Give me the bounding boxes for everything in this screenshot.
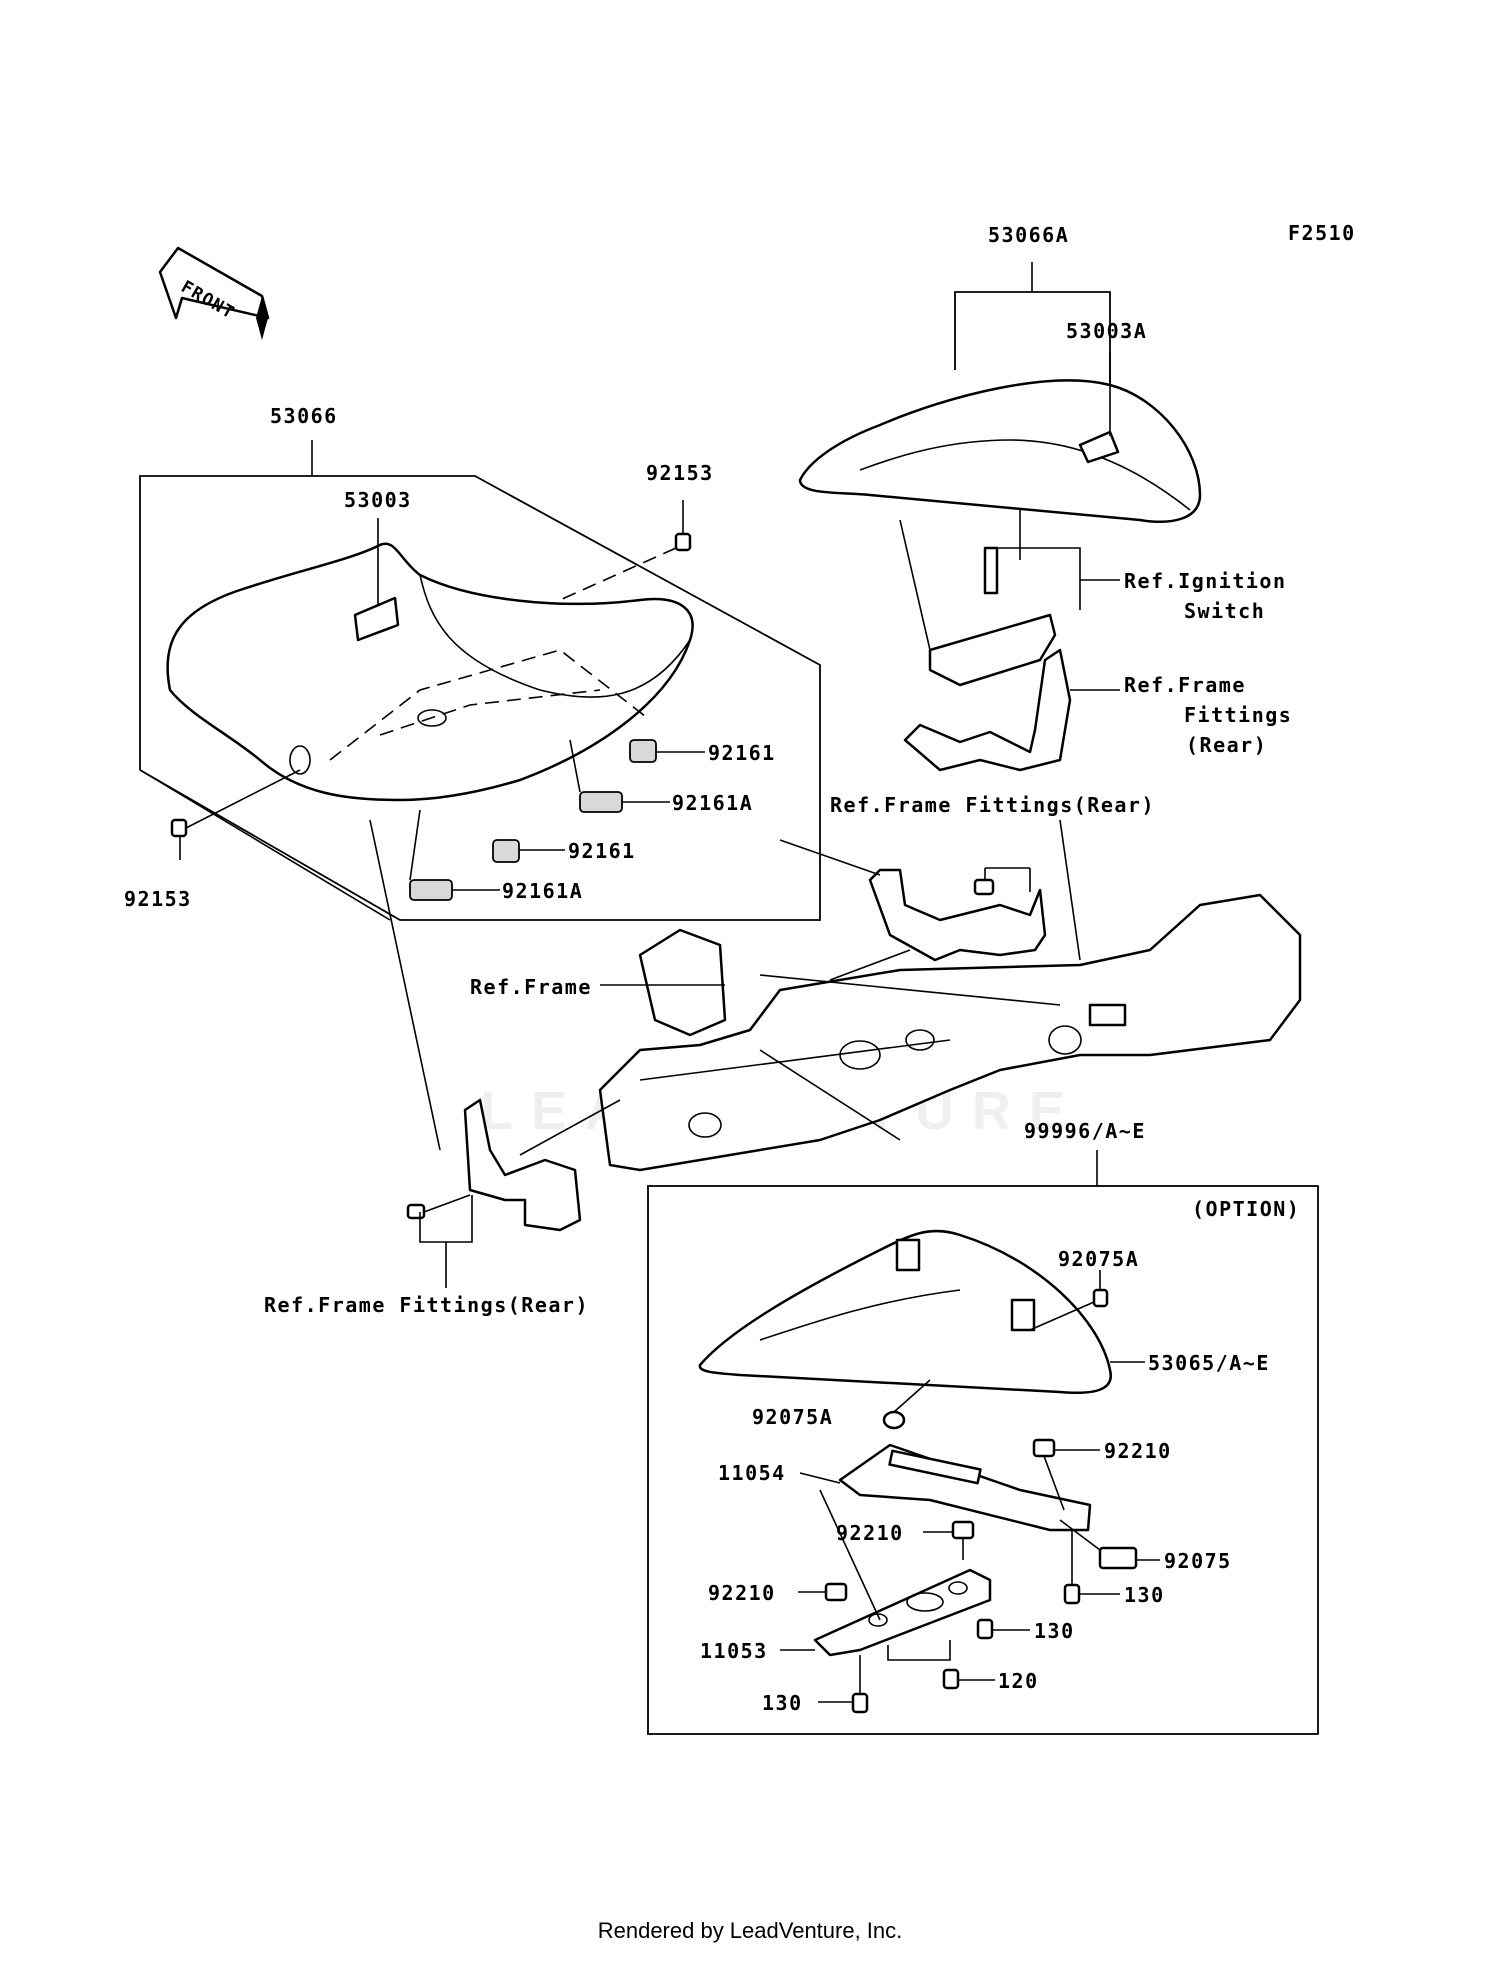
label-53066: 53066 — [270, 404, 338, 428]
label-ref-frame-fit-low: Ref.Frame Fittings(Rear) — [264, 1293, 589, 1317]
label-53003a: 53003A — [1066, 319, 1147, 343]
main-frame — [598, 819, 1302, 1172]
label-92075a-top: 92075A — [1058, 1247, 1139, 1271]
label-130-a: 130 — [1124, 1583, 1165, 1607]
front-arrow-icon: FRONT — [158, 246, 270, 340]
frame-fitting-low — [406, 1098, 621, 1288]
label-53066a: 53066A — [988, 223, 1069, 247]
nut-mid-icon — [951, 1520, 975, 1540]
label-92161-c: 92161 — [568, 839, 636, 863]
damper-a-icon — [629, 739, 657, 763]
label-53003: 53003 — [344, 488, 412, 512]
cowl-bolt-top-icon — [1092, 1288, 1109, 1308]
nut-lower-icon — [824, 1582, 848, 1602]
bolt-130-c-icon — [818, 1655, 869, 1714]
diagram-code: F2510 — [1288, 221, 1356, 245]
label-option: (OPTION) — [1192, 1197, 1300, 1221]
label-99996: 99996/A~E — [1024, 1119, 1146, 1143]
label-ref-frame-fit-1: Ref.Frame — [1124, 673, 1246, 697]
label-120: 120 — [998, 1669, 1039, 1693]
bolt-120-icon — [887, 1640, 995, 1690]
label-92210-mid: 92210 — [836, 1521, 904, 1545]
bolt-130-b-icon — [976, 1618, 1030, 1640]
label-130-c: 130 — [762, 1691, 803, 1715]
bolt-left-icon — [170, 769, 301, 860]
damper-b-icon — [579, 791, 623, 813]
label-92153-left: 92153 — [124, 887, 192, 911]
rear-seat-group — [798, 262, 1202, 772]
label-ref-ignition-2: Switch — [1184, 599, 1265, 623]
label-92153-top: 92153 — [646, 461, 714, 485]
damper-c-icon — [492, 839, 520, 863]
label-ref-frame-fit-2: Fittings — [1184, 703, 1292, 727]
pad-icon — [1098, 1546, 1138, 1570]
label-130-b: 130 — [1034, 1619, 1075, 1643]
frame-fitting-mid — [779, 839, 1047, 962]
bolt-130-a-icon — [1063, 1530, 1120, 1605]
label-92210-upper: 92210 — [1104, 1439, 1172, 1463]
label-ref-frame-fit-3: (Rear) — [1186, 733, 1267, 757]
label-11053: 11053 — [700, 1639, 768, 1663]
bolt-top-icon — [559, 500, 692, 601]
option-group — [647, 1150, 1319, 1735]
label-92161a-d: 92161A — [502, 879, 583, 903]
footer-credit: Rendered by LeadVenture, Inc. — [597, 1918, 903, 1943]
label-92161a-b: 92161A — [672, 791, 753, 815]
label-92161-a: 92161 — [708, 741, 776, 765]
label-11054: 11054 — [718, 1461, 786, 1485]
label-ref-ignition-1: Ref.Ignition — [1124, 569, 1287, 593]
label-ref-frame: Ref.Frame — [470, 975, 592, 999]
label-53065: 53065/A~E — [1148, 1351, 1270, 1375]
label-92075a-bottom: 92075A — [752, 1405, 833, 1429]
label-92210-lower: 92210 — [708, 1581, 776, 1605]
label-ref-frame-fit-mid: Ref.Frame Fittings(Rear) — [830, 793, 1155, 817]
cowl-bolt-bottom-icon — [882, 1410, 906, 1430]
front-seat-group — [139, 440, 821, 1151]
ignition-bolt-icon — [983, 546, 999, 595]
damper-d-icon — [409, 879, 453, 901]
nut-upper-icon — [1032, 1438, 1056, 1458]
label-92075: 92075 — [1164, 1549, 1232, 1573]
